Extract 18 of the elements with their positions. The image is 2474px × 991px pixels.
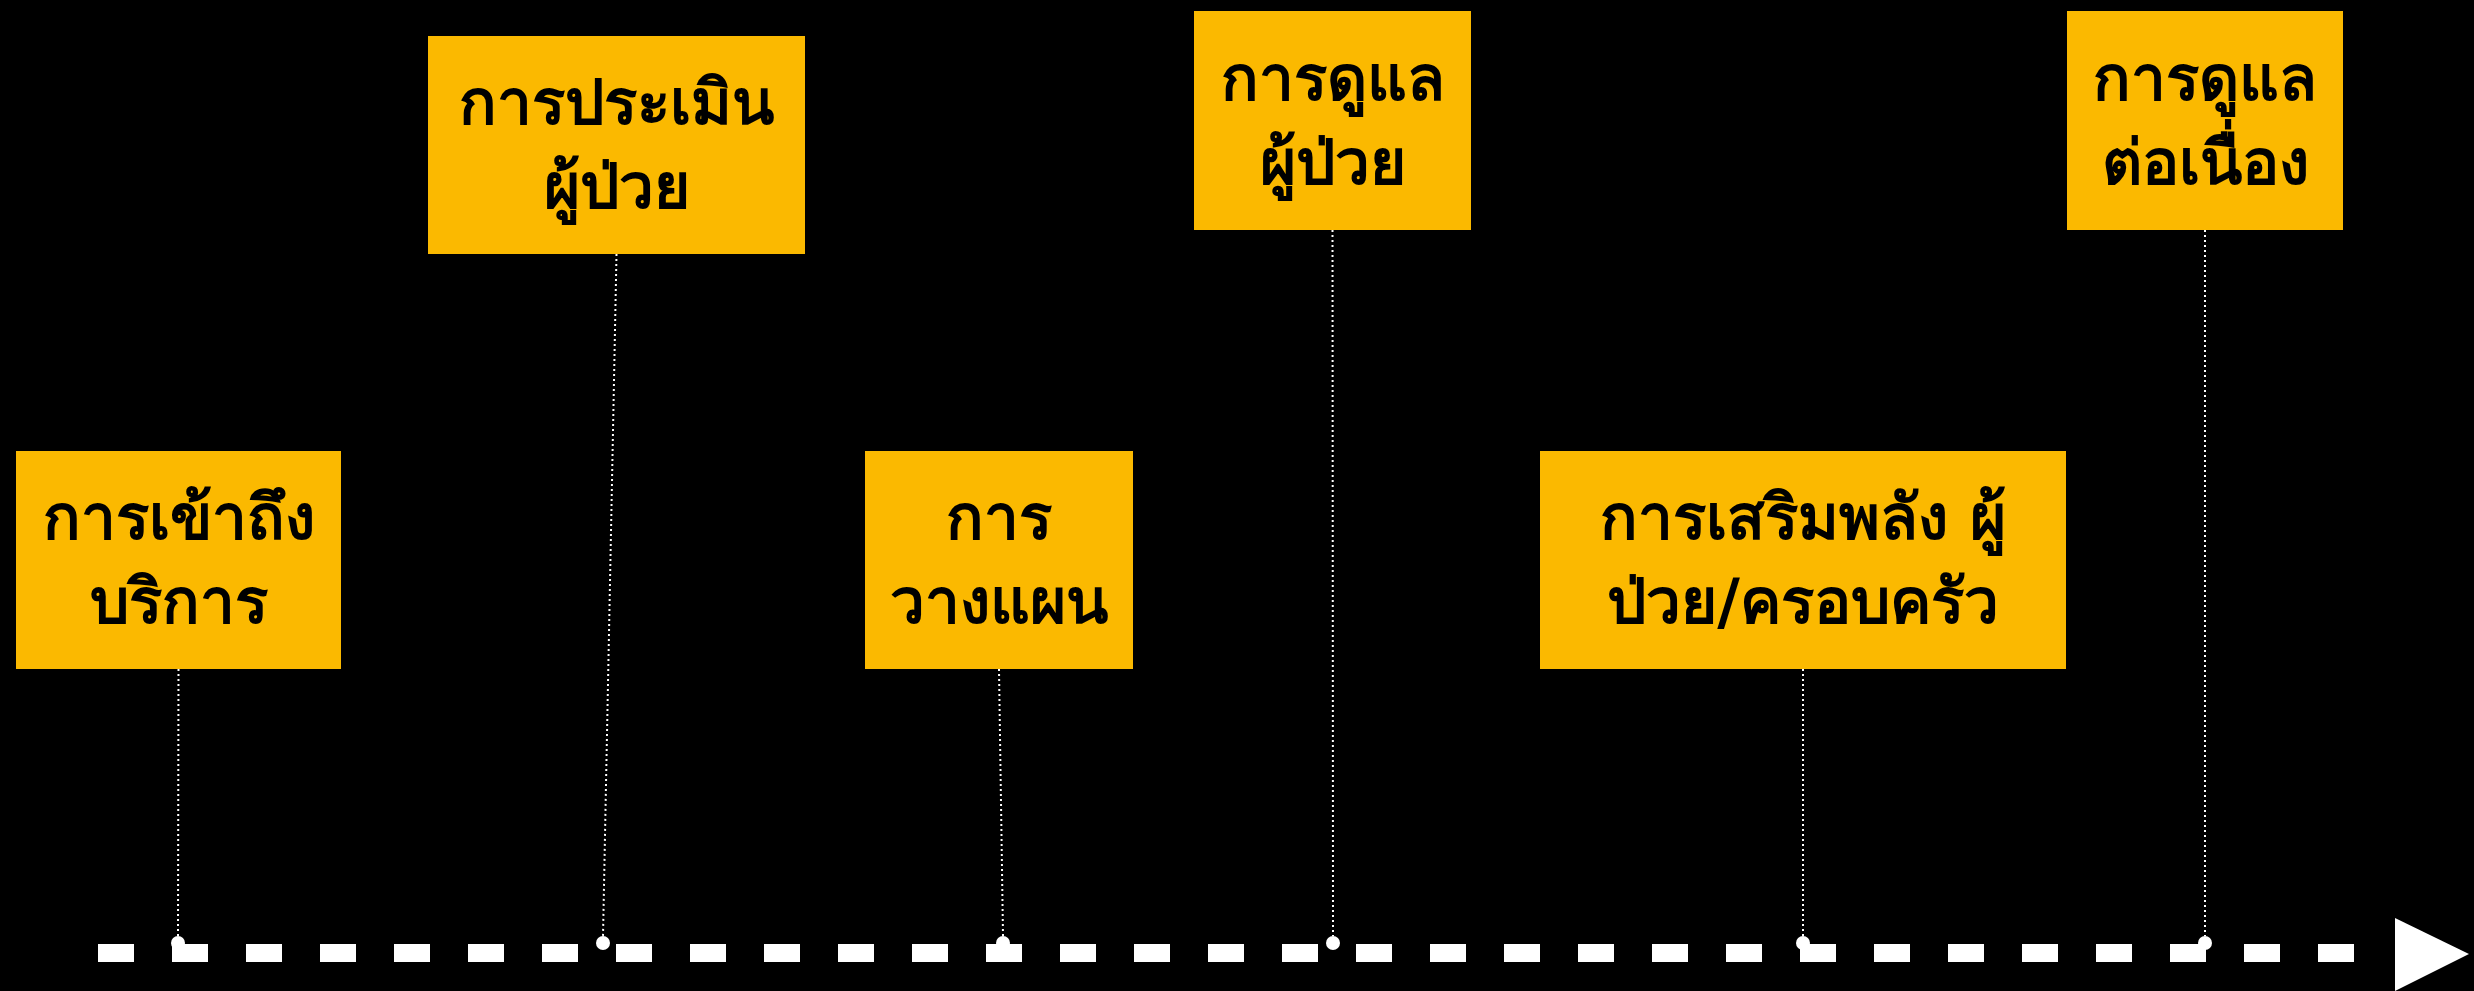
- stage-box: [1194, 11, 1471, 230]
- leader-line: [602, 253, 618, 937]
- leader-line: [1331, 229, 1334, 937]
- stage-box: [428, 36, 805, 254]
- stage-label: การดูแล ต่อเนื่อง: [2092, 40, 2318, 201]
- leader-line: [177, 668, 180, 937]
- stage-box: [2067, 11, 2343, 230]
- stage-label: การ วางแผน: [889, 480, 1109, 640]
- stage-label: การเข้าถึง บริการ: [41, 480, 316, 640]
- stage-label: การดูแล ผู้ป่วย: [1219, 40, 1446, 203]
- leader-line: [998, 668, 1004, 937]
- stage-label: การประเมิน ผู้ป่วย: [458, 65, 775, 227]
- stage-label: การเสริมพลัง ผู้ป่วย/ครอบครัว: [1599, 480, 2007, 640]
- leader-line: [1802, 668, 1804, 937]
- stage-box: [16, 451, 341, 669]
- stage-box: [865, 451, 1133, 669]
- stage-box: [1540, 451, 2066, 669]
- leader-line: [2204, 229, 2206, 937]
